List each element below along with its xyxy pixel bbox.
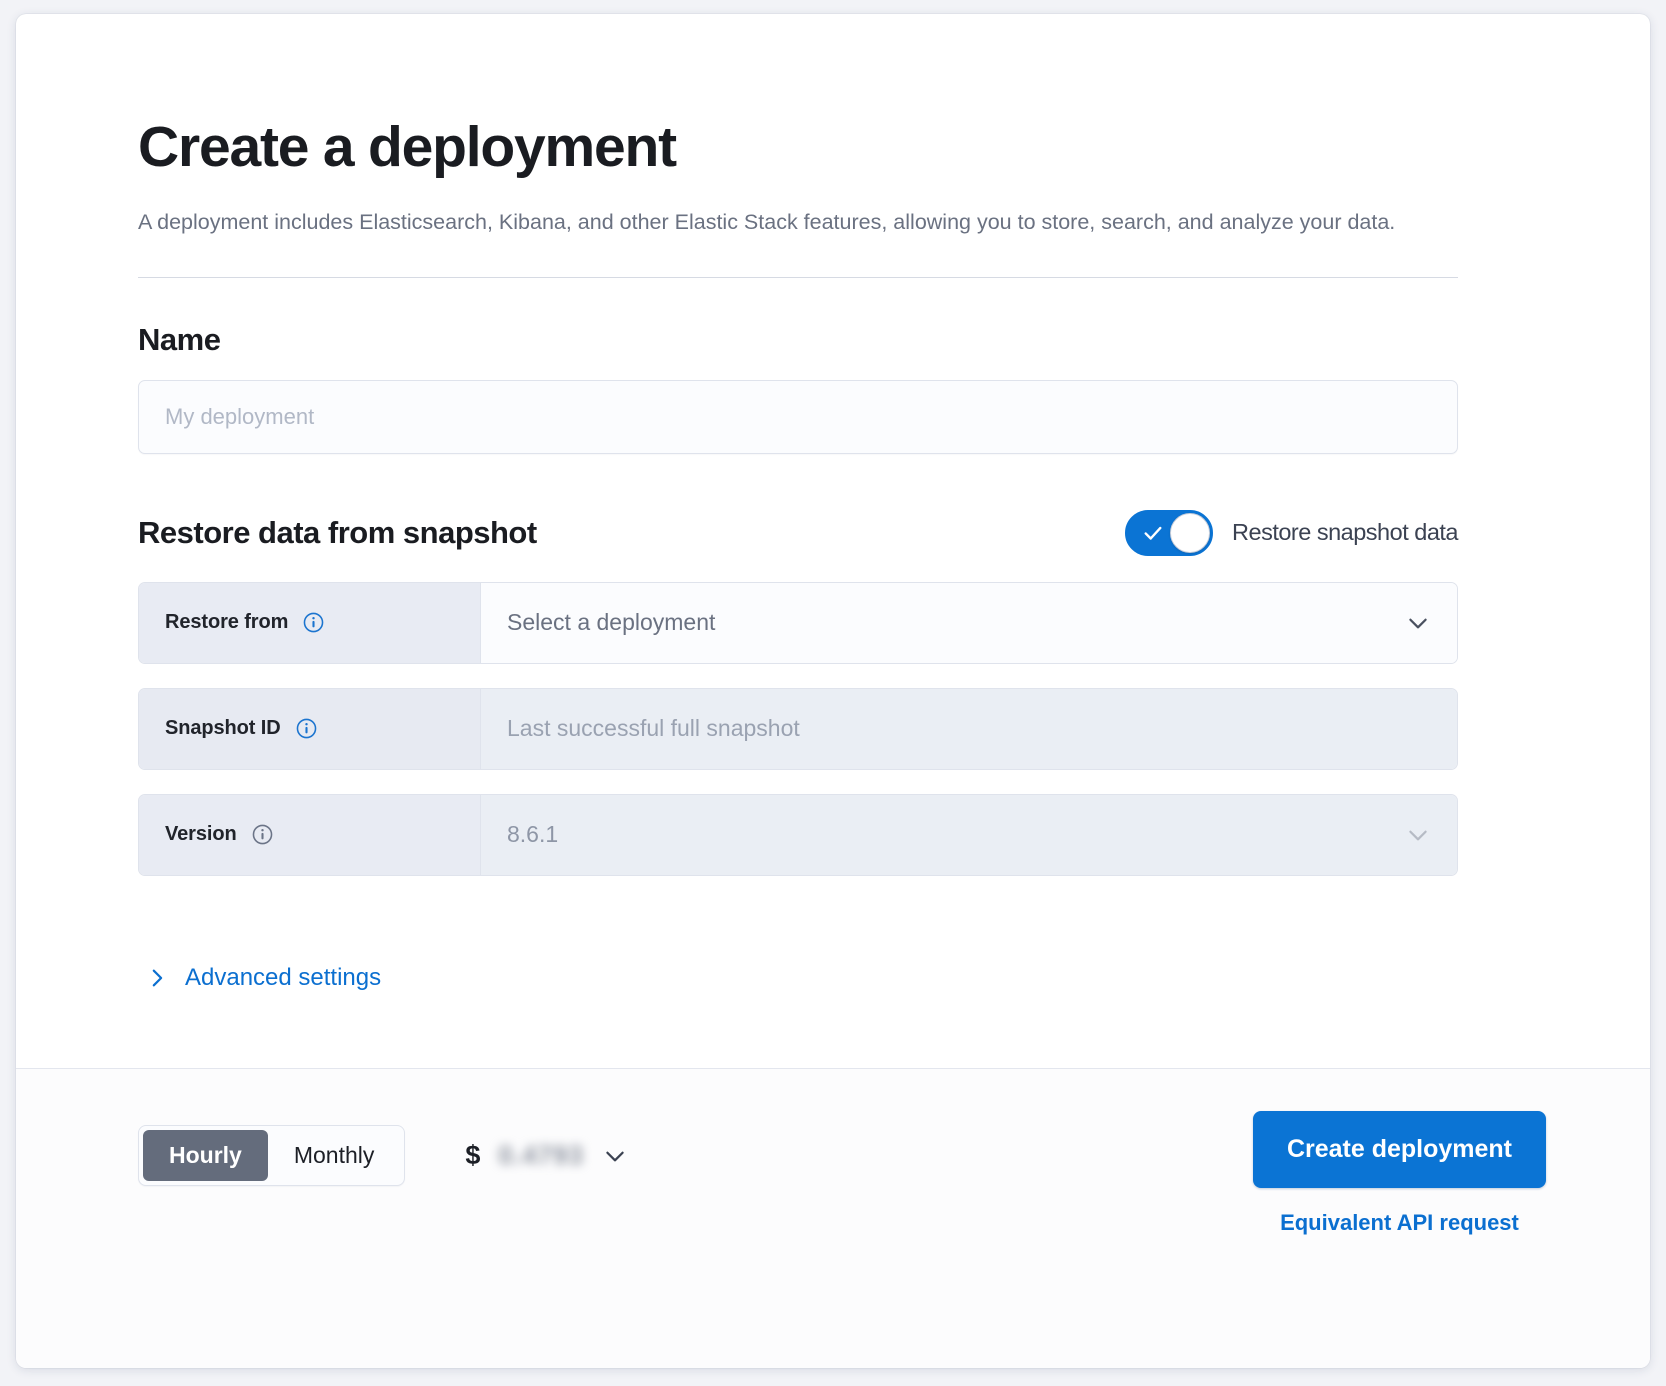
restore-from-value: Select a deployment <box>507 609 716 636</box>
switch-knob <box>1170 512 1211 553</box>
restore-section-header: Restore data from snapshot Restore snaps… <box>138 509 1458 556</box>
version-select[interactable]: 8.6.1 <box>481 794 1457 875</box>
restore-from-label: Restore from <box>165 611 289 634</box>
billing-monthly-button[interactable]: Monthly <box>268 1130 401 1181</box>
page-subtitle: A deployment includes Elasticsearch, Kib… <box>138 209 1396 234</box>
price-display[interactable]: $ 0.4793 <box>465 1140 628 1171</box>
snapshot-id-label-cell: Snapshot ID <box>139 688 481 769</box>
restore-snapshot-toggle-label: Restore snapshot data <box>1232 519 1458 546</box>
restore-from-row[interactable]: Restore from Select a deployment <box>138 581 1458 664</box>
version-label-cell: Version <box>139 794 481 875</box>
advanced-settings-toggle[interactable]: Advanced settings <box>138 964 381 992</box>
info-circle-icon[interactable] <box>296 718 317 739</box>
content-inner: Create a deployment A deployment include… <box>138 115 1458 994</box>
page-title: Create a deployment <box>138 115 677 179</box>
restore-snapshot-toggle-group[interactable]: Restore snapshot data <box>1125 509 1458 556</box>
restore-snapshot-switch[interactable] <box>1125 509 1214 556</box>
footer-left: Hourly Monthly $ 0.4793 <box>138 1125 628 1186</box>
header-divider <box>138 276 1458 278</box>
version-label: Version <box>165 823 237 846</box>
snapshot-id-input[interactable]: Last successful full snapshot <box>481 688 1457 769</box>
chevron-right-icon <box>152 969 163 987</box>
snapshot-id-label: Snapshot ID <box>165 717 281 740</box>
restore-from-label-cell: Restore from <box>139 582 481 663</box>
price-amount: 0.4793 <box>498 1140 584 1170</box>
billing-hourly-button[interactable]: Hourly <box>143 1130 268 1181</box>
advanced-settings-label: Advanced settings <box>185 963 382 991</box>
chevron-down-icon[interactable] <box>1405 822 1431 848</box>
create-deployment-card: Create a deployment A deployment include… <box>16 14 1650 1368</box>
equivalent-api-request-link[interactable]: Equivalent API request <box>1280 1210 1519 1235</box>
snapshot-id-value: Last successful full snapshot <box>507 715 800 742</box>
section-heading-restore: Restore data from snapshot <box>138 514 537 550</box>
card-footer: Hourly Monthly $ 0.4793 Create deploymen… <box>16 1068 1650 1368</box>
info-circle-icon[interactable] <box>252 824 273 845</box>
check-icon <box>1144 526 1162 540</box>
card-body: Create a deployment A deployment include… <box>16 14 1650 1068</box>
version-value: 8.6.1 <box>507 821 559 848</box>
chevron-down-icon[interactable] <box>1405 610 1431 636</box>
footer-right: Create deployment Equivalent API request <box>1252 1111 1546 1236</box>
snapshot-id-row[interactable]: Snapshot ID Last successful full snapsho… <box>138 687 1458 770</box>
version-row[interactable]: Version 8.6.1 <box>138 793 1458 876</box>
create-deployment-button[interactable]: Create deployment <box>1252 1111 1546 1188</box>
section-heading-name: Name <box>138 321 221 357</box>
chevron-down-icon[interactable] <box>602 1143 628 1169</box>
billing-period-segmented-control[interactable]: Hourly Monthly <box>138 1125 406 1186</box>
deployment-name-input[interactable]: My deployment <box>138 379 1458 454</box>
restore-from-select[interactable]: Select a deployment <box>481 582 1457 663</box>
deployment-name-placeholder: My deployment <box>165 403 315 429</box>
price-currency-symbol: $ <box>465 1140 481 1170</box>
info-circle-icon[interactable] <box>303 612 324 633</box>
